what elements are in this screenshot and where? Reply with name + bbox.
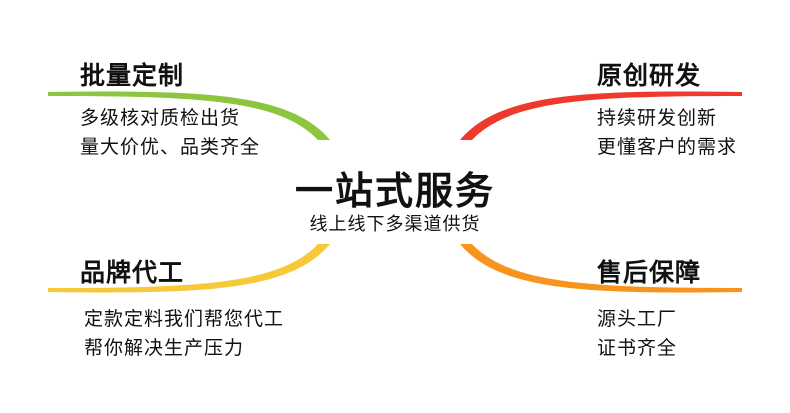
desc-line: 多级核对质检出货	[80, 107, 241, 129]
branch-desc-after-sales: 源头工厂 证书齐全	[597, 305, 677, 363]
center-subtitle: 线上线下多渠道供货	[309, 214, 481, 235]
branch-desc-batch-custom: 多级核对质检出货 量大价优、品类齐全	[80, 104, 260, 162]
desc-line: 更懂客户的需求	[597, 136, 738, 158]
desc-line: 量大价优、品类齐全	[80, 136, 261, 158]
desc-line: 帮你解决生产压力	[84, 337, 245, 359]
branch-curve-bottom-right	[460, 244, 742, 293]
branch-curve-top-left	[48, 91, 330, 140]
branch-curve-bottom-left	[48, 244, 330, 293]
desc-line: 持续研发创新	[597, 107, 718, 129]
desc-line: 定款定料我们帮您代工	[84, 308, 285, 330]
branch-curve-top-right	[460, 91, 742, 140]
branch-title-oem: 品牌代工	[80, 258, 185, 287]
branch-title-batch-custom: 批量定制	[80, 61, 185, 90]
branch-title-after-sales: 售后保障	[597, 258, 702, 287]
desc-line: 源头工厂	[597, 308, 678, 330]
branch-desc-oem: 定款定料我们帮您代工 帮你解决生产压力	[84, 305, 284, 363]
branch-desc-original-rd: 持续研发创新 更懂客户的需求	[597, 104, 737, 162]
branch-title-original-rd: 原创研发	[597, 61, 702, 90]
desc-line: 证书齐全	[597, 337, 678, 359]
center-title: 一站式服务	[294, 169, 495, 213]
